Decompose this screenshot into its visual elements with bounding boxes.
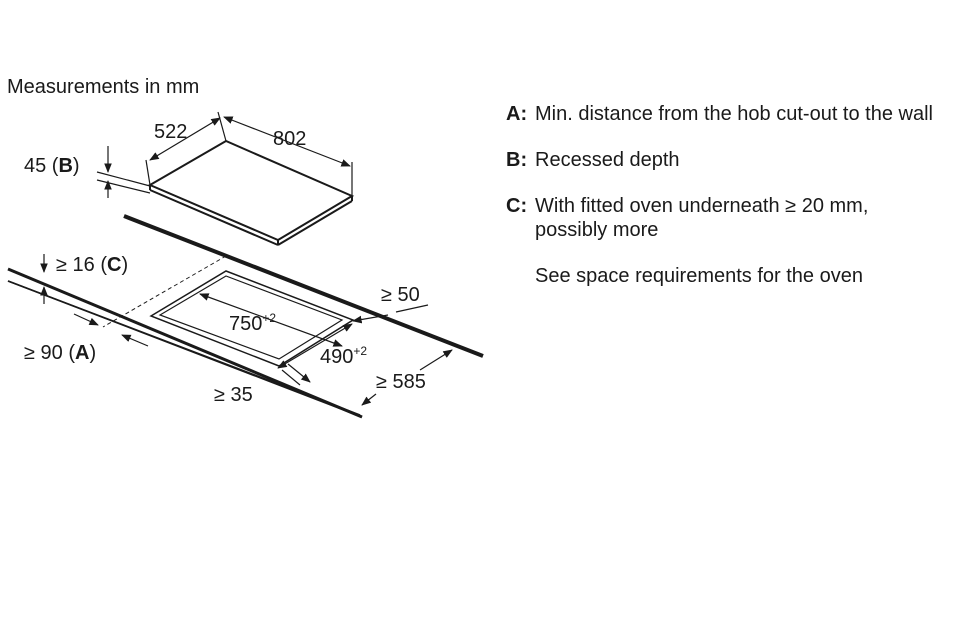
dim-90-arrow-a bbox=[73, 313, 99, 326]
worktop-back-edge bbox=[123, 214, 484, 358]
hob-surface bbox=[147, 139, 355, 242]
legend-note: See space requirements for the oven bbox=[535, 265, 863, 287]
legend-text: With fitted oven underneath ≥ 20 mm, pos… bbox=[535, 195, 869, 241]
min-back-distance-label: ≥ 50 bbox=[381, 284, 420, 306]
dim-90-arrow-b bbox=[121, 334, 149, 347]
dim-522-line bbox=[149, 117, 221, 161]
legend-key: C: bbox=[506, 195, 528, 217]
legend-item-b: B: Recessed depth bbox=[506, 148, 946, 172]
wall-dashed-line bbox=[102, 255, 227, 328]
legend-item-a: A: Min. distance from the hob cut-out to… bbox=[506, 102, 946, 126]
legend-item-c: C: With fitted oven underneath ≥ 20 mm, … bbox=[506, 194, 946, 242]
dim-490-line bbox=[277, 323, 353, 369]
hob-width-label: 802 bbox=[273, 128, 306, 150]
dim-585-arrow bbox=[361, 393, 377, 406]
hob-thickness-label: 45 (B) bbox=[24, 155, 80, 177]
dim-50-arrow-a bbox=[352, 314, 389, 324]
cutout-depth-label: 490+2 bbox=[320, 344, 367, 368]
min-front-distance-label: ≥ 16 (C) bbox=[56, 254, 128, 276]
dim-802-line bbox=[223, 116, 351, 167]
legend-key: A: bbox=[506, 103, 528, 125]
legend: A: Min. distance from the hob cut-out to… bbox=[506, 102, 946, 288]
worktop-front-edge-top bbox=[7, 267, 363, 419]
dim-35-arrow-a bbox=[287, 363, 311, 383]
min-worktop-depth-label: ≥ 585 bbox=[376, 371, 426, 393]
worktop-front-edge-bottom bbox=[7, 280, 361, 416]
hob-drawing bbox=[96, 111, 484, 358]
legend-text: Min. distance from the hob cut-out to th… bbox=[535, 103, 933, 125]
min-front-edge-label: ≥ 35 bbox=[214, 384, 253, 406]
legend-key: B: bbox=[506, 149, 528, 171]
legend-text: Recessed depth bbox=[535, 149, 680, 171]
cutout-width-label: 750+2 bbox=[229, 311, 276, 335]
worktop-cutout-drawing bbox=[7, 254, 453, 419]
hob-depth-label: 522 bbox=[154, 121, 187, 143]
min-wall-distance-label: ≥ 90 (A) bbox=[24, 342, 96, 364]
measurements-title: Measurements in mm bbox=[7, 76, 199, 98]
